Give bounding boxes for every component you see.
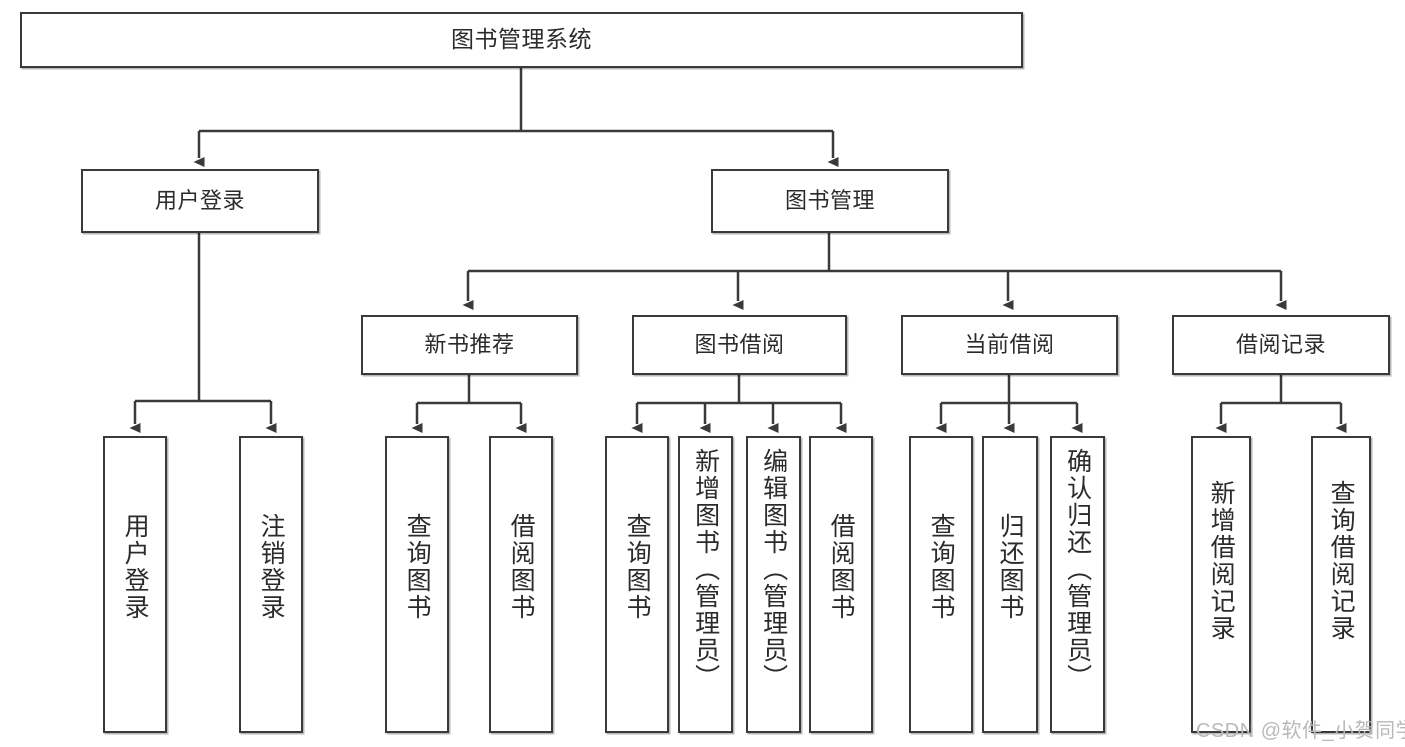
leaf-confirm-return-admin[interactable]: 确认归还（管理员） (1050, 436, 1105, 733)
node-label: 归还图书 (996, 513, 1025, 621)
leaf-add-book-admin[interactable]: 新增图书（管理员） (678, 436, 733, 733)
node-label: 图书管理 (784, 188, 875, 214)
node-label: 借阅记录 (1235, 332, 1326, 358)
node-label: 编辑图书（管理员） (759, 448, 788, 691)
node-label: 查询借阅记录 (1327, 480, 1356, 642)
leaf-borrow-book[interactable]: 借阅图书 (809, 436, 873, 733)
node-new-book-recommend[interactable]: 新书推荐 (361, 315, 578, 375)
node-label: 注销登录 (257, 513, 286, 621)
leaf-user-login[interactable]: 用户登录 (103, 436, 167, 733)
node-label: 借阅图书 (507, 513, 536, 621)
node-label: 新增借阅记录 (1207, 480, 1236, 642)
csdn-watermark: CSDN @软件_小贺同学 (1196, 720, 1405, 742)
node-label: 用户登录 (154, 188, 245, 214)
node-label: 借阅图书 (827, 513, 856, 621)
node-label: 图书借阅 (694, 332, 785, 358)
node-borrow-record[interactable]: 借阅记录 (1172, 315, 1390, 375)
leaf-add-borrow-record[interactable]: 新增借阅记录 (1191, 436, 1251, 733)
leaf-query-book-borrow[interactable]: 查询图书 (605, 436, 669, 733)
leaf-edit-book-admin[interactable]: 编辑图书（管理员） (746, 436, 801, 733)
node-label: 用户登录 (121, 513, 150, 621)
node-label: 当前借阅 (964, 332, 1055, 358)
leaf-logout[interactable]: 注销登录 (239, 436, 303, 733)
node-book-borrow[interactable]: 图书借阅 (632, 315, 847, 375)
node-label: 图书管理系统 (451, 26, 592, 53)
leaf-query-book-recommend[interactable]: 查询图书 (385, 436, 449, 733)
node-label: 查询图书 (927, 513, 956, 621)
node-book-management[interactable]: 图书管理 (711, 169, 949, 233)
leaf-query-book-current[interactable]: 查询图书 (909, 436, 973, 733)
node-label: 新书推荐 (424, 332, 515, 358)
node-label: 查询图书 (623, 513, 652, 621)
node-root-system[interactable]: 图书管理系统 (20, 12, 1023, 68)
leaf-query-borrow-record[interactable]: 查询借阅记录 (1311, 436, 1371, 733)
leaf-return-book[interactable]: 归还图书 (982, 436, 1038, 733)
node-user-login[interactable]: 用户登录 (81, 169, 319, 233)
node-label: 查询图书 (403, 513, 432, 621)
node-label: 确认归还（管理员） (1063, 448, 1092, 691)
node-current-borrow[interactable]: 当前借阅 (901, 315, 1118, 375)
leaf-borrow-book-recommend[interactable]: 借阅图书 (489, 436, 553, 733)
node-label: 新增图书（管理员） (691, 448, 720, 691)
